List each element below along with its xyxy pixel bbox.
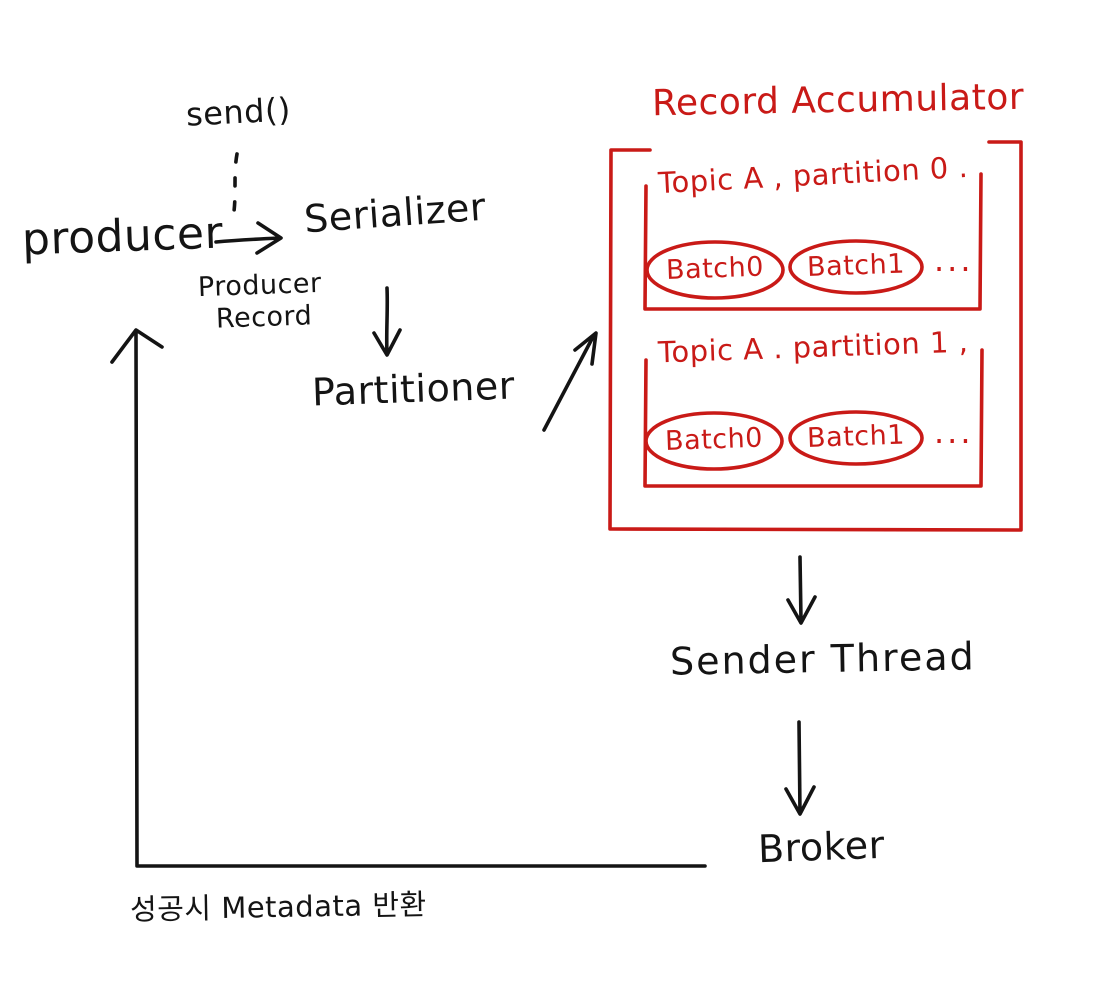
producer-record-label-line1: Producer <box>197 267 323 304</box>
send-label: send() <box>185 90 292 134</box>
partition1-batch1-label: Batch1 <box>806 419 906 454</box>
partition-1-box <box>643 348 984 488</box>
record-accumulator-box <box>608 140 1023 532</box>
broker-to-producer-feedback-line <box>110 328 707 868</box>
partition0-batch1-label: Batch1 <box>806 248 906 283</box>
producer-record-label-line2: Record <box>215 300 313 335</box>
sender-to-broker-arrow <box>784 720 816 816</box>
partition0-batch1-oval <box>788 239 924 295</box>
partitioner-label: Partitioner <box>311 363 516 415</box>
feedback-metadata-label: 성공시 Metadata 반환 <box>129 887 427 927</box>
send-dashed-line <box>231 152 239 220</box>
partition0-ellipsis: ... <box>934 241 974 279</box>
producer-to-serializer-arrow <box>214 221 283 255</box>
partition-0-box <box>643 172 983 311</box>
partition1-batch0-oval <box>644 411 784 471</box>
partition1-batch1-oval <box>788 410 924 466</box>
partition1-ellipsis: ... <box>934 413 974 451</box>
producer-label: producer <box>21 207 224 266</box>
partition1-batch0-label: Batch0 <box>664 422 764 457</box>
sender-thread-label: Sender Thread <box>669 634 977 684</box>
accumulator-to-sender-arrow <box>786 555 817 625</box>
serializer-to-partitioner-arrow <box>372 286 402 357</box>
partitioner-to-accumulator-arrow <box>542 331 598 432</box>
record-accumulator-title: Record Accumulator <box>651 76 1025 125</box>
partition0-batch0-label: Batch0 <box>665 251 765 286</box>
broker-label: Broker <box>757 822 886 872</box>
partition0-batch0-oval <box>645 240 785 300</box>
